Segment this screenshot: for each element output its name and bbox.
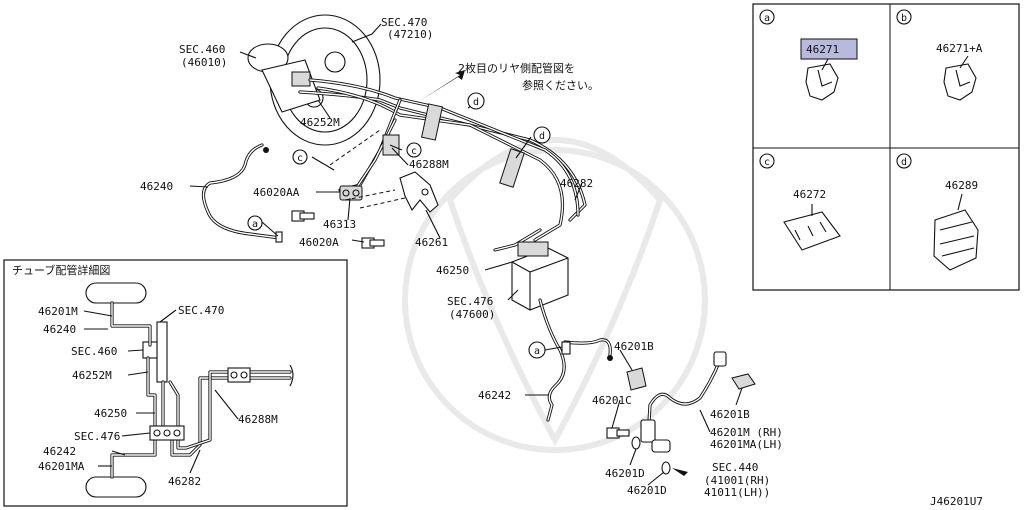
label-sec476: SEC.476 <box>447 295 493 308</box>
label-46271-A: 46271+A <box>936 42 983 55</box>
label-46201MA-lh: 46201MA(LH) <box>710 438 783 451</box>
dashed-guides <box>329 129 406 209</box>
bolt-46020A <box>361 237 385 249</box>
inset-label-46282: 46282 <box>168 475 201 488</box>
washer-46201D-1 <box>631 436 641 450</box>
label-46288M: 46288M <box>409 158 449 171</box>
label-46020AA: 46020AA <box>253 186 300 199</box>
wheel-rear-icon <box>85 476 147 498</box>
label-46250: 46250 <box>436 264 469 277</box>
callout-c-2: c <box>406 142 422 158</box>
label-46201D-a: 46201D <box>605 467 645 480</box>
label-46240: 46240 <box>140 180 173 193</box>
clip-46271-A-icon <box>943 63 977 101</box>
abs-actuator <box>511 241 569 311</box>
diagram-code: J46201U7 <box>930 495 983 508</box>
callout-d-2: d <box>533 126 551 144</box>
bracket-46261 <box>399 171 439 213</box>
inset-label-sec460: SEC.460 <box>71 345 117 358</box>
callout-c-1: c <box>292 149 308 165</box>
inset-label-46240: 46240 <box>43 323 76 336</box>
label-sec440-lh: 41011(LH)) <box>704 486 770 499</box>
callout-a-2: a <box>528 341 546 359</box>
watermark-emblem <box>402 137 708 453</box>
label-46242: 46242 <box>478 389 511 402</box>
label-46201B-top: 46201B <box>614 340 654 353</box>
inset-label-46250: 46250 <box>94 407 127 420</box>
label-46201M-rh: 46201M (RH) <box>710 426 783 439</box>
inset-label-46288M: 46288M <box>238 413 278 426</box>
arrow-to-rear <box>418 70 465 102</box>
connector-46313 <box>339 185 363 201</box>
clip-46271-icon <box>805 63 839 101</box>
inset-cell-b: b 46271+A <box>896 9 983 101</box>
washer-46201D-2 <box>661 461 671 475</box>
brake-hose-46201M <box>640 351 727 453</box>
bracket-46201B-top <box>626 367 647 391</box>
svg-text:c: c <box>764 157 770 168</box>
master-cylinder <box>247 43 321 113</box>
note-rear-line2: 参照ください。 <box>522 78 599 92</box>
svg-text:a: a <box>764 13 770 24</box>
svg-text:a: a <box>252 219 258 230</box>
highlight-46271 <box>800 38 858 60</box>
bracket-46201B-right <box>731 373 756 390</box>
wheel-front-icon <box>85 282 147 304</box>
callout-a-1: a <box>247 215 263 231</box>
label-46272: 46272 <box>793 188 826 201</box>
label-46201B-right: 46201B <box>710 408 750 421</box>
inset-label-46201M: 46201M <box>38 305 78 318</box>
label-sec460-top: SEC.460 <box>179 43 225 56</box>
label-46271: 46271 <box>806 43 839 56</box>
svg-text:d: d <box>539 131 545 142</box>
bolt-46020AA <box>291 210 315 222</box>
svg-text:b: b <box>901 13 907 24</box>
piping-detail-inset: チューブ配管詳細図 <box>3 259 348 507</box>
inset-label-46201MA: 46201MA <box>38 460 85 473</box>
inset-booster <box>156 321 168 383</box>
inset-label-46242: 46242 <box>43 445 76 458</box>
label-46201D-b: 46201D <box>627 484 667 497</box>
label-sec470-top: SEC.470 <box>381 16 427 29</box>
label-46201C: 46201C <box>592 394 632 407</box>
label-sec470-top-sub: (47210) <box>387 28 433 41</box>
inset-label-46252M: 46252M <box>72 369 112 382</box>
pipe-clip-d-2 <box>499 148 525 188</box>
label-sec440: SEC.440 <box>712 461 758 474</box>
bolt-46201C <box>606 427 630 439</box>
clip-46272-icon <box>783 211 841 251</box>
inset-cell-d: d 46289 <box>896 153 979 271</box>
label-46313: 46313 <box>323 218 356 231</box>
label-sec460-top-sub: (46010) <box>181 56 227 69</box>
label-46261: 46261 <box>415 236 448 249</box>
svg-text:c: c <box>297 153 303 164</box>
inset-cell-c: c 46272 <box>759 153 841 251</box>
inset-label-sec470: SEC.470 <box>178 304 224 317</box>
inset-abs-unit <box>149 425 185 441</box>
inset-cell-a: a 46271 <box>759 9 858 101</box>
main-pipe-bundle <box>298 78 587 252</box>
inset-label-sec476: SEC.476 <box>74 430 120 443</box>
label-sec476-sub: (47600) <box>449 308 495 321</box>
pipe-46242 <box>538 298 566 422</box>
svg-text:d: d <box>473 97 479 108</box>
svg-text:c: c <box>411 146 417 157</box>
leader-lines <box>189 23 743 486</box>
svg-text:d: d <box>901 157 907 168</box>
callout-d-1: d <box>467 92 485 110</box>
label-46252M: 46252M <box>300 116 340 129</box>
arrow-to-caliper <box>672 468 688 476</box>
pipe-clip-d-1 <box>421 103 443 141</box>
svg-text:a: a <box>534 346 540 357</box>
label-46282: 46282 <box>560 177 593 190</box>
label-46289: 46289 <box>945 179 978 192</box>
inset-title: チューブ配管詳細図 <box>12 263 110 277</box>
label-46020A: 46020A <box>299 236 339 249</box>
note-rear-line1: 2枚目のリヤ側配管図を <box>458 61 575 75</box>
label-sec440-rh: (41001(RH) <box>704 474 770 487</box>
